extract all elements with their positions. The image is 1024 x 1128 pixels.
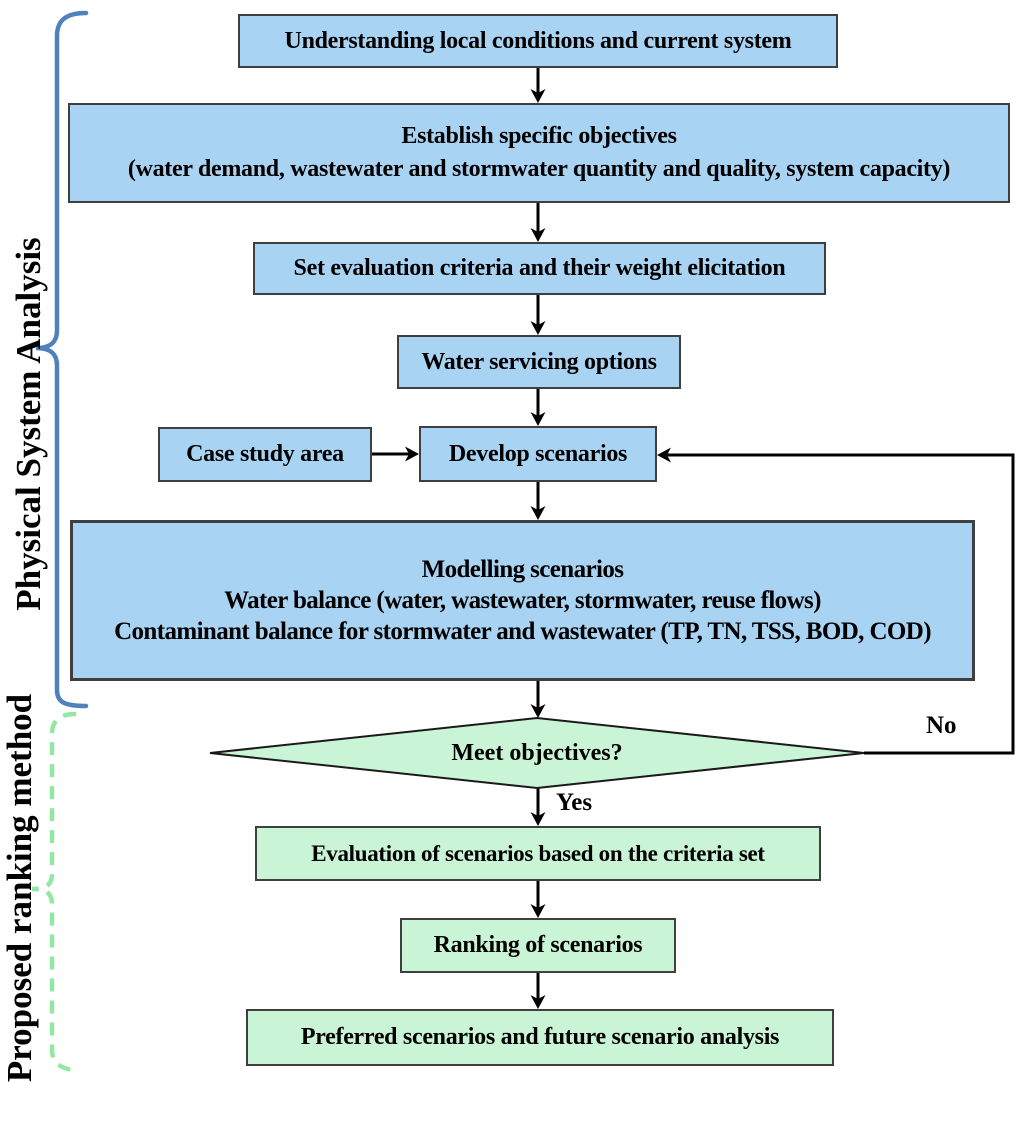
node-meet-objectives: Meet objectives? — [451, 739, 623, 766]
node-establish-objectives: Establish specific objectives (water dem… — [68, 103, 1010, 203]
node-text: Develop scenarios — [448, 440, 628, 467]
arrow-develop-to-modelling — [530, 482, 546, 520]
brace-physical-system — [35, 10, 89, 709]
node-text: Case study area — [186, 441, 344, 467]
node-text: Preferred scenarios and future scenario … — [300, 1024, 780, 1050]
node-text: Water servicing options — [421, 348, 657, 375]
node-text-line1: Establish specific objectives — [401, 123, 677, 149]
node-develop-scenarios: Develop scenarios — [419, 426, 657, 482]
node-text: Evaluation of scenarios based on the cri… — [311, 840, 765, 866]
decision-diamond — [209, 716, 865, 790]
arrow-decision-yes-to-evaluation — [530, 788, 546, 826]
flowchart-canvas: Physical System Analysis Proposed rankin… — [0, 10, 1015, 1083]
node-text-line2: (water demand, wastewater and stormwater… — [127, 156, 951, 182]
node-preferred-scenarios: Preferred scenarios and future scenario … — [246, 1009, 834, 1066]
edge-label-no: No — [926, 712, 957, 739]
arrow-decision-no-loop — [657, 447, 1015, 755]
node-text: Understanding local conditions and curre… — [284, 27, 792, 54]
node-case-study-area: Case study area — [158, 427, 372, 482]
node-text-line3: Contaminant balance for stormwater and w… — [114, 618, 931, 645]
section-label-proposed-ranking-method: Proposed ranking method — [0, 693, 39, 1083]
arrow-understanding-to-objectives — [530, 68, 546, 103]
node-understanding-local-conditions: Understanding local conditions and curre… — [238, 14, 838, 68]
section-label-physical-system-analysis: Physical System Analysis — [9, 237, 48, 611]
node-water-servicing-options: Water servicing options — [397, 335, 681, 389]
node-text-line2: Water balance (water, wastewater, stormw… — [224, 587, 821, 614]
arrow-criteria-to-options — [530, 295, 546, 335]
node-text: Ranking of scenarios — [433, 932, 643, 958]
connector-layer — [31, 10, 1015, 1073]
arrow-casestudy-to-develop — [372, 446, 419, 462]
arrow-modelling-to-decision — [530, 681, 546, 718]
arrow-objectives-to-criteria — [530, 203, 546, 242]
node-text: Set evaluation criteria and their weight… — [293, 255, 786, 281]
node-modelling-scenarios: Modelling scenarios Water balance (water… — [70, 520, 975, 681]
node-set-evaluation-criteria: Set evaluation criteria and their weight… — [253, 242, 826, 295]
node-ranking-of-scenarios: Ranking of scenarios — [400, 918, 676, 973]
arrow-options-to-develop — [530, 389, 546, 426]
node-text-line1: Modelling scenarios — [421, 556, 624, 583]
arrow-ranking-to-preferred — [530, 973, 546, 1009]
arrow-evaluation-to-ranking — [530, 881, 546, 918]
node-evaluation-of-scenarios: Evaluation of scenarios based on the cri… — [255, 826, 821, 881]
edge-label-yes: Yes — [556, 789, 593, 816]
brace-proposed-ranking — [31, 711, 79, 1073]
